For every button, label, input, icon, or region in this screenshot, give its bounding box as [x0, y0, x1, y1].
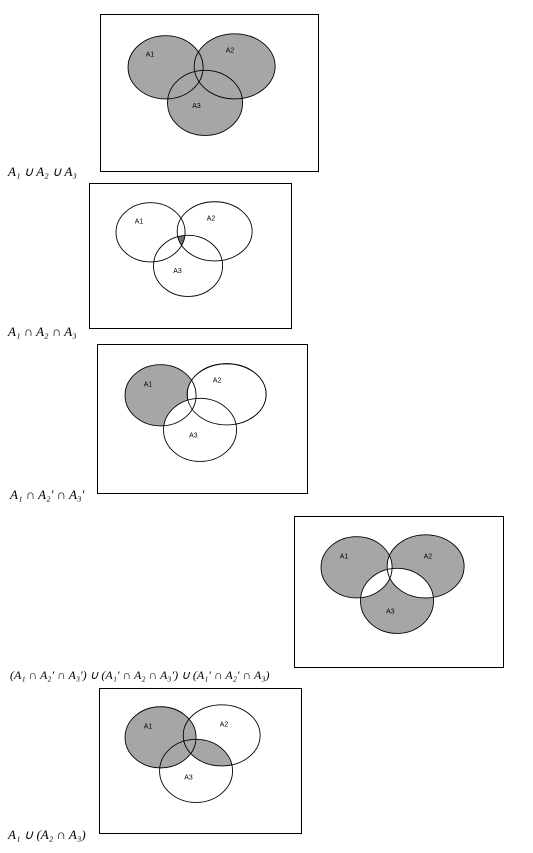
circle-a3	[167, 70, 243, 136]
label-a1: A1	[144, 723, 153, 730]
label-a2: A2	[207, 215, 216, 222]
circle-a3	[159, 738, 233, 803]
circle-a2	[182, 704, 261, 767]
circle-a2	[176, 201, 253, 262]
caption-a1-union-a2a3: A₁ ∪ (A₂ ∩ A₃)	[8, 827, 86, 842]
region-a2-a3	[183, 739, 233, 766]
label-a3: A3	[192, 103, 201, 110]
caption-a1-only: A₁ ∩ A₂′ ∩ A₃′	[10, 487, 85, 502]
venn-diagram-union: A1 A2 A3	[100, 14, 319, 172]
label-a1: A1	[144, 381, 153, 388]
venn-diagram-exactly-one: A1 A2 A3	[294, 516, 504, 668]
label-a3: A3	[189, 433, 198, 440]
circle-a1	[115, 202, 186, 263]
label-a3: A3	[386, 609, 395, 616]
label-a3: A3	[173, 268, 182, 275]
venn-diagram-intersection: A1 A2 A3	[89, 183, 292, 329]
caption-union: A₁ ∪ A₂ ∪ A₃	[8, 164, 77, 179]
venn-a1-union-a2a3-svg: A1 A2 A3	[124, 704, 261, 803]
venn-intersection-svg: A1 A2 A3	[115, 201, 253, 297]
circle-a3	[153, 234, 223, 297]
label-a1: A1	[146, 51, 155, 58]
label-a3: A3	[184, 775, 193, 782]
label-a2: A2	[226, 48, 235, 55]
venn-union-svg: A1 A2 A3	[127, 33, 276, 136]
circle-a1	[124, 706, 197, 769]
circle-a3	[163, 397, 237, 462]
region-a2-a3	[387, 568, 434, 598]
venn-a1-only-svg: A1 A2 A3	[124, 363, 267, 462]
label-a2: A2	[424, 553, 433, 560]
caption-exactly-one: (A₁ ∩ A₂′ ∩ A₃′) ∪ (A₁′ ∩ A₂ ∩ A₃′) ∪ (A…	[10, 668, 270, 682]
region-a1	[125, 706, 197, 768]
region-a1-a3	[360, 568, 393, 598]
label-a2: A2	[213, 377, 222, 384]
venn-diagram-a1-only: A1 A2 A3	[97, 344, 308, 494]
label-a2: A2	[220, 721, 229, 728]
caption-intersection: A₁ ∩ A₂ ∩ A₃	[8, 324, 77, 339]
label-a1: A1	[340, 553, 349, 560]
venn-diagram-a1-union-a2a3: A1 A2 A3	[99, 688, 302, 834]
venn-exactly-one-svg: A1 A2 A3	[320, 534, 465, 634]
label-a1: A1	[135, 218, 144, 225]
